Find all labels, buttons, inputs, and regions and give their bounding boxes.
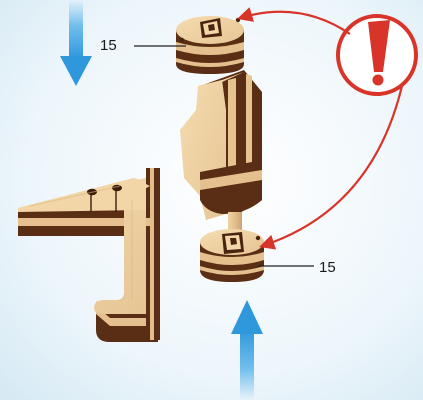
bottom-washer-part [200,229,264,282]
part-number-label-bottom: 15 [319,260,336,275]
top-washer-part [176,16,244,74]
exclamation-mark-icon [338,16,416,94]
part-number-label-top: 15 [100,38,117,53]
